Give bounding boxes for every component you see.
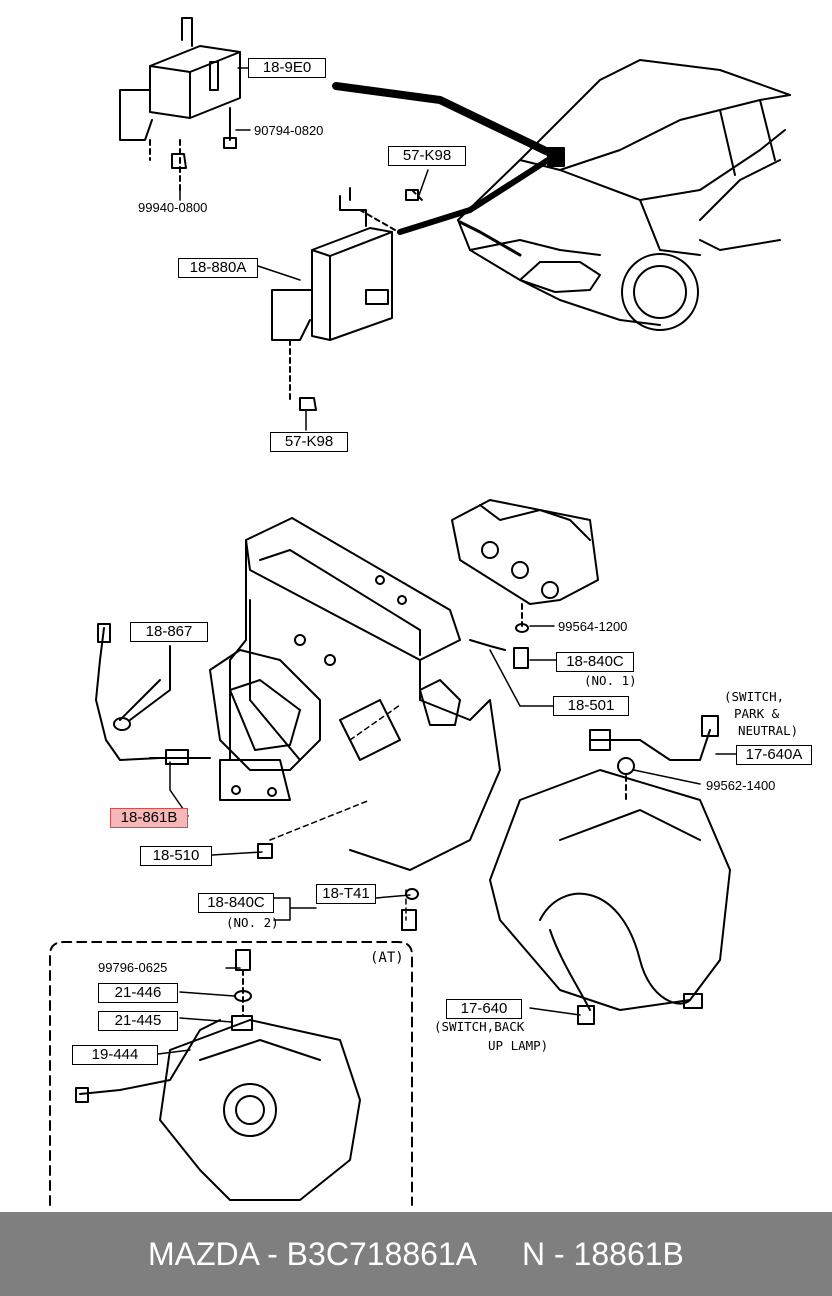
parts-diagram: 18-9E0 57-K98 18-880A 57-K98 18-867 18-8…	[49, 17, 812, 1206]
intake-manifold	[451, 499, 599, 669]
label-57-K98-top[interactable]: 57-K98	[388, 146, 466, 166]
manual-transmission	[489, 715, 731, 1025]
footer-catalog-number: N - 18861B	[522, 1236, 684, 1272]
label-18-T41[interactable]: 18-T41	[316, 884, 376, 904]
at-group-border	[49, 941, 413, 1206]
note-switch-back-line2: UP LAMP)	[488, 1038, 549, 1053]
part-number-99940-0800: 99940-0800	[138, 200, 208, 215]
label-19-444[interactable]: 19-444	[72, 1045, 158, 1065]
label-21-446[interactable]: 21-446	[98, 983, 178, 1003]
note-switch-back-line1: (SWITCH,BACK	[434, 1019, 525, 1034]
note-switch-pn-line3: NEUTRAL)	[738, 723, 799, 738]
label-18-867[interactable]: 18-867	[130, 622, 208, 642]
sensor-small	[257, 843, 419, 931]
part-number-99564-1200: 99564-1200	[558, 619, 628, 634]
label-17-640[interactable]: 17-640	[446, 999, 522, 1019]
label-18-861B[interactable]: 18-861B	[110, 808, 188, 828]
label-57-K98-bottom[interactable]: 57-K98	[270, 432, 348, 452]
part-number-90794-0820: 90794-0820	[254, 123, 324, 138]
part-number-99796-0625: 99796-0625	[98, 960, 168, 975]
label-18-501[interactable]: 18-501	[553, 696, 629, 716]
label-18-840C-no2[interactable]: 18-840C	[198, 893, 274, 913]
car-illustration	[332, 59, 791, 331]
exhaust-manifold	[149, 649, 321, 801]
label-18-840C-no1[interactable]: 18-840C	[556, 652, 634, 672]
footer-bar: MAZDA - B3C718861A N - 18861B	[0, 1212, 832, 1296]
note-switch-pn-line2: PARK &	[734, 706, 780, 721]
sensor-wires	[95, 623, 171, 761]
note-switch-pn-line1: (SWITCH,	[724, 689, 785, 704]
control-module-top	[119, 17, 241, 191]
label-18-510[interactable]: 18-510	[140, 846, 212, 866]
leader-lines	[157, 67, 737, 1055]
note-no2: (NO. 2)	[226, 915, 279, 930]
label-17-640A[interactable]: 17-640A	[736, 745, 812, 765]
automatic-transmission	[75, 949, 361, 1201]
footer-part-number: MAZDA - B3C718861A	[148, 1236, 478, 1272]
label-18-880A[interactable]: 18-880A	[178, 258, 258, 278]
control-module-bottom	[271, 187, 423, 411]
note-at: (AT)	[370, 950, 404, 966]
engine-block	[229, 517, 501, 871]
part-number-99562-1400: 99562-1400	[706, 778, 776, 793]
label-18-9E0[interactable]: 18-9E0	[248, 58, 326, 78]
diagram-drawing	[49, 17, 791, 1206]
note-no1: (NO. 1)	[584, 673, 637, 688]
label-21-445[interactable]: 21-445	[98, 1011, 178, 1031]
